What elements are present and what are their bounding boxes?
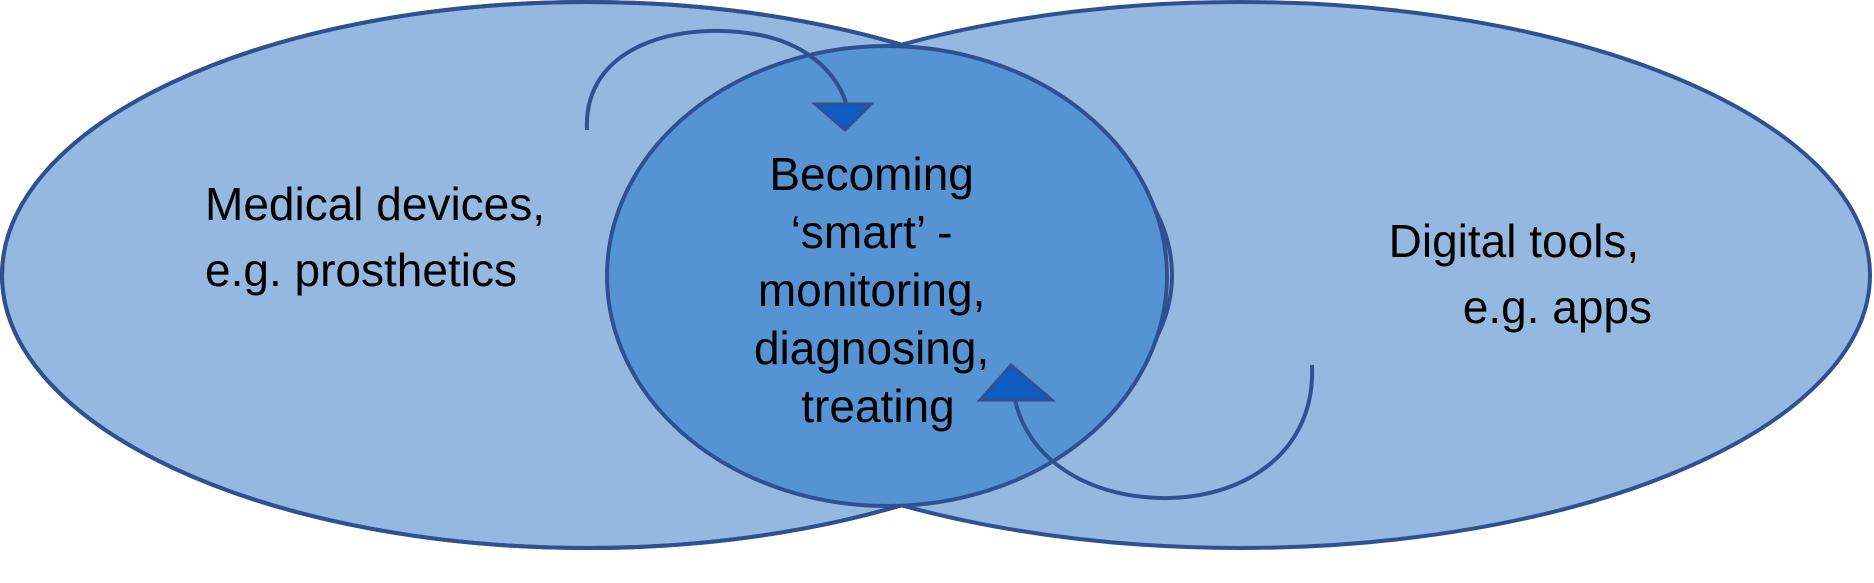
center-label-line: ‘smart’ - bbox=[791, 206, 953, 258]
left-label-line: e.g. prosthetics bbox=[205, 244, 517, 296]
left-label-line: Medical devices, bbox=[205, 178, 545, 230]
right-label-line: e.g. apps bbox=[1463, 281, 1652, 333]
center-label-line: monitoring, bbox=[758, 264, 986, 316]
center-label-line: diagnosing, bbox=[754, 322, 989, 374]
left-ellipse-label: Medical devices, e.g. prosthetics bbox=[205, 178, 558, 296]
right-ellipse-label: Digital tools, e.g. apps bbox=[1389, 215, 1652, 333]
center-label-line: Becoming bbox=[769, 148, 974, 200]
center-ellipse-label: Becoming ‘smart’ - monitoring, diagnosin… bbox=[754, 148, 1002, 432]
right-label-line: Digital tools, bbox=[1389, 215, 1640, 267]
top-curved-arrow-icon bbox=[584, 28, 875, 133]
center-label-line: treating bbox=[801, 380, 954, 432]
overlap-outline bbox=[0, 0, 1174, 550]
bottom-curved-arrow-icon bbox=[976, 362, 1315, 501]
